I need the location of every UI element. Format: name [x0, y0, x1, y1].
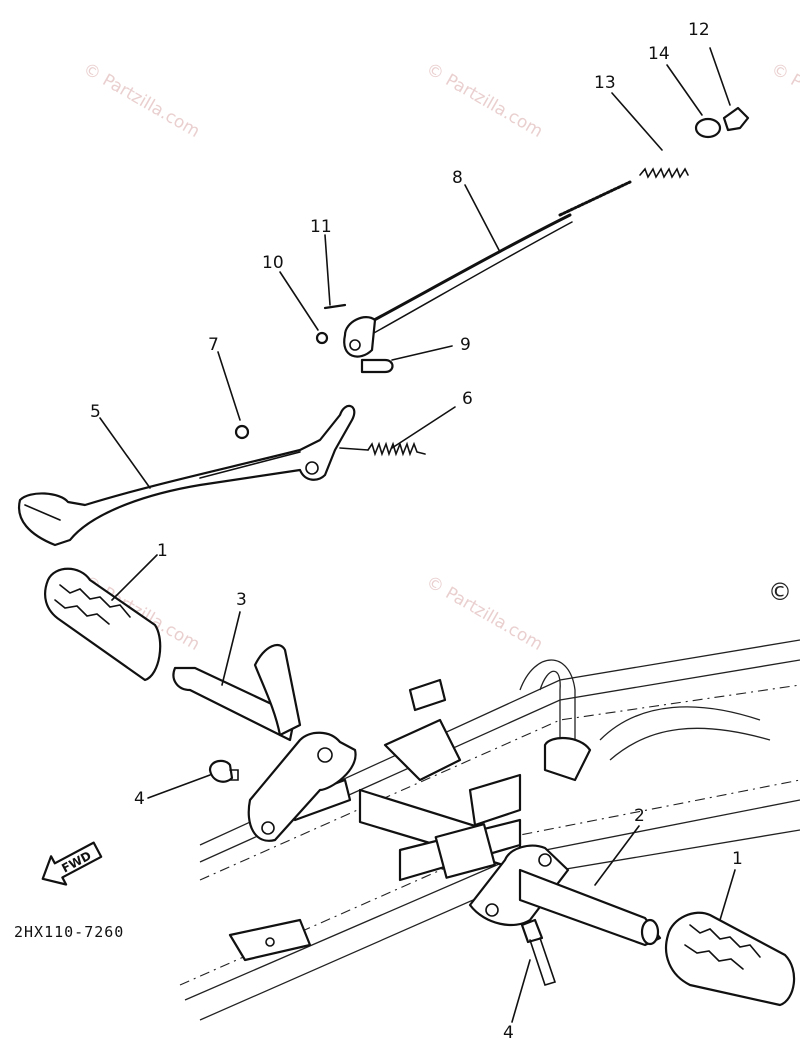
callout-7: 7: [208, 335, 219, 355]
callout-6: 6: [462, 389, 473, 409]
footrest-rubber-left: [44, 567, 162, 682]
callout-1: 1: [157, 541, 168, 561]
return-spring: [339, 441, 426, 457]
callout-2: 2: [634, 806, 645, 826]
leader-lines: [99, 47, 736, 1023]
brake-pedal: [17, 404, 356, 547]
callout-10: 10: [262, 253, 284, 273]
watermark-edge: © P: [768, 578, 800, 606]
drawing-code: 2HX110-7260: [14, 923, 124, 941]
bolt-left: [208, 759, 239, 783]
callout-5: 5: [90, 402, 101, 422]
watermark: © Partzilla.com: [80, 59, 204, 142]
callout-12: 12: [688, 20, 710, 40]
footrest-bracket-right: [468, 844, 662, 947]
callout-13: 13: [594, 73, 616, 93]
fwd-arrow: FWD: [41, 841, 103, 886]
watermark: © Partzilla.com: [423, 59, 547, 142]
callout-4: 4: [134, 789, 145, 809]
watermark-group: © Partzilla.com © Partzilla.com © Partzi…: [80, 59, 800, 655]
callout-9: 9: [460, 335, 471, 355]
callout-1-lower: 1: [732, 849, 743, 869]
pin-and-clip: [315, 303, 394, 374]
callout-8: 8: [452, 168, 463, 188]
callout-11: 11: [310, 217, 332, 237]
callout-4-lower: 4: [503, 1023, 514, 1043]
callout-3: 3: [236, 590, 247, 610]
brake-cable: [343, 180, 632, 358]
watermark: © Partzilla.com: [423, 572, 547, 655]
callout-14: 14: [648, 44, 670, 64]
watermark: © P: [768, 59, 800, 93]
footrest-bracket-left: [172, 643, 357, 842]
footrest-rubber-right: [664, 911, 796, 1007]
callout-labels: 12 14 13 8 11 10 9 7 6 5 1 3 4 2 1 4: [90, 20, 743, 1043]
frame-drawing: [179, 639, 800, 1021]
bolt-right: [520, 918, 557, 986]
cable-end-parts: [639, 106, 750, 179]
